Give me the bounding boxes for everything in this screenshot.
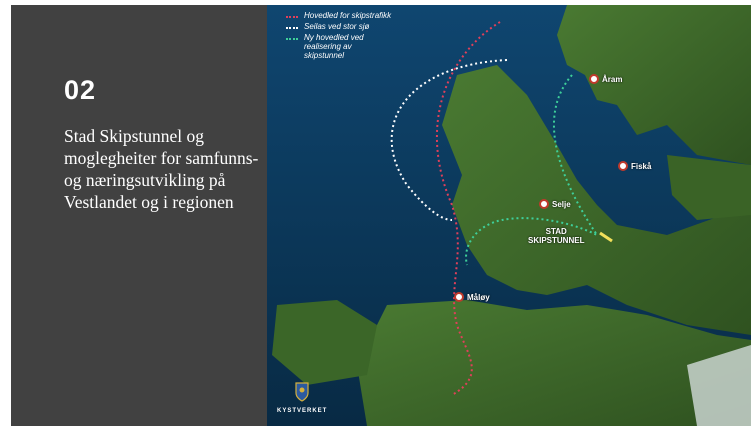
place-name: Selje: [552, 199, 571, 209]
legend-label: Hovedled for skipstrafikk: [304, 11, 392, 20]
title-panel: 02 Stad Skipstunnel og moglegheiter for …: [11, 5, 267, 426]
land-snow: [687, 345, 751, 426]
place-marker-icon: [589, 74, 599, 84]
legend-label: Seilas ved stor sjø: [304, 22, 370, 31]
place-selje: Selje: [539, 199, 571, 209]
shield-icon: [295, 382, 309, 402]
tunnel-label: STAD SKIPSTUNNEL: [528, 227, 585, 245]
route-main: [435, 21, 501, 396]
land-south: [357, 300, 751, 426]
legend-label: Ny hovedled ved realisering av skipstunn…: [304, 33, 364, 60]
land-east: [667, 155, 751, 220]
tunnel-line: [599, 231, 613, 243]
place-marker-icon: [618, 161, 628, 171]
place-aram: Åram: [589, 74, 622, 84]
legend-swatch-red: [286, 16, 298, 18]
slide-number: 02: [64, 75, 97, 105]
place-name: Åram: [602, 74, 623, 84]
map-legend: Hovedled for skipstrafikk Seilas ved sto…: [286, 11, 391, 62]
legend-item-new-route: Ny hovedled ved realisering av skipstunn…: [286, 33, 391, 60]
map-svg: [267, 5, 751, 426]
legend-swatch-green: [286, 38, 298, 40]
place-name: Fiskå: [631, 161, 652, 171]
land-mainland-north: [557, 5, 751, 165]
slide: 02 Stad Skipstunnel og moglegheiter for …: [11, 5, 751, 426]
place-marker-icon: [454, 292, 464, 302]
place-name: Måløy: [467, 292, 490, 302]
land-peninsula: [442, 65, 751, 335]
slide-title: Stad Skipstunnel og moglegheiter for sam…: [64, 126, 259, 212]
land-west-islands: [272, 300, 377, 385]
place-marker-icon: [539, 199, 549, 209]
place-fiska: Fiskå: [618, 161, 651, 171]
place-maloy: Måløy: [454, 292, 490, 302]
legend-swatch-white: [286, 27, 298, 29]
legend-item-main-route: Hovedled for skipstrafikk: [286, 11, 391, 20]
route-sea: [390, 59, 508, 221]
legend-item-sea-route: Seilas ved stor sjø: [286, 22, 391, 31]
kystverket-logo: KYSTVERKET: [277, 381, 327, 414]
logo-text: KYSTVERKET: [277, 408, 328, 414]
map-image: [267, 5, 751, 426]
